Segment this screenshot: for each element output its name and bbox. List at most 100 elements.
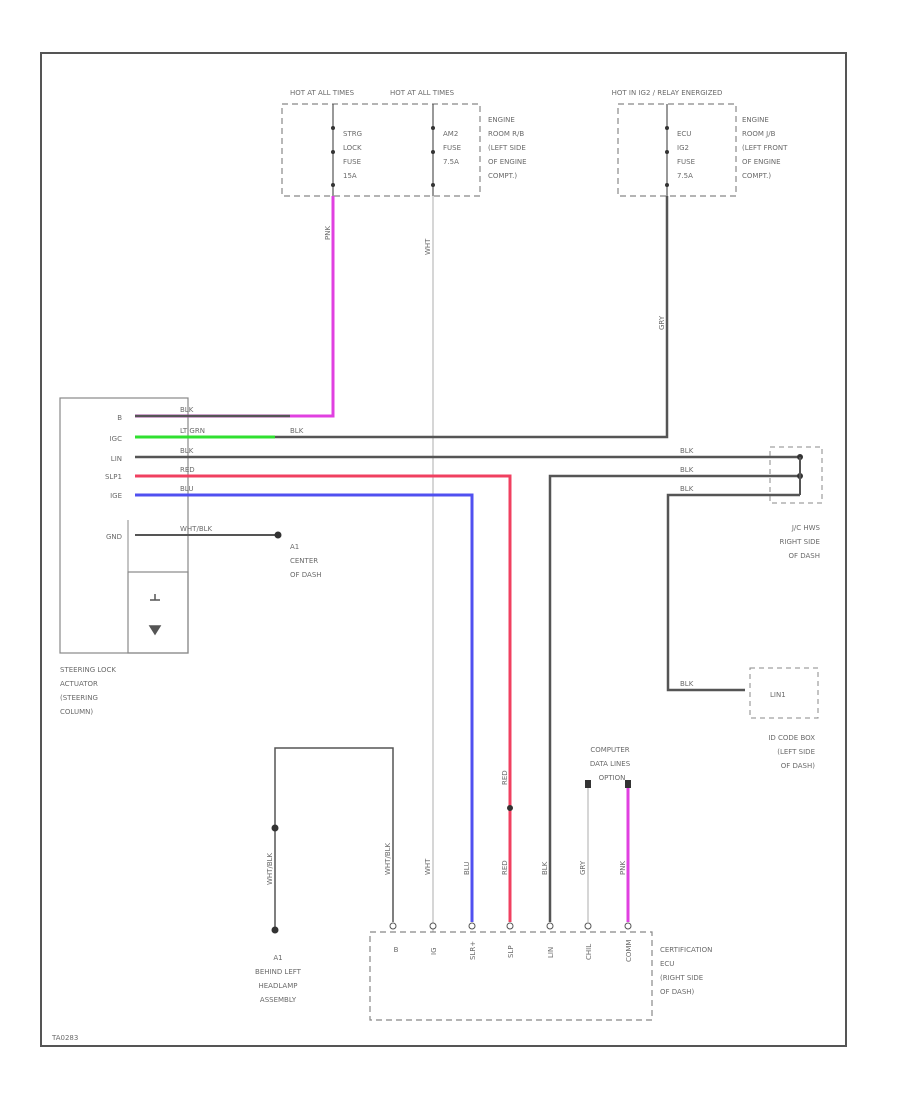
ecu-label-l2: ECU	[660, 960, 674, 968]
actuator-pin-lin: LIN	[111, 455, 122, 463]
er-jb-l5: COMPT.)	[742, 172, 771, 180]
fuse-hot-label-1: HOT AT ALL TIMES	[290, 89, 355, 97]
ecu-label-l4: OF DASH)	[660, 988, 695, 996]
jc-label-l3: OF DASH	[788, 552, 820, 560]
er-rb-l5: COMPT.)	[488, 172, 517, 180]
er-rb-l1: ENGINE	[488, 116, 515, 124]
wire-blk-id-code	[666, 493, 800, 692]
strg-lock-fuse-l4: 15A	[343, 172, 357, 180]
wire-label-red-v: RED	[501, 770, 509, 785]
wire-label-blk-id: BLK	[680, 680, 694, 688]
fuse-box-right	[617, 103, 737, 197]
wire-label-wht-blk-v: WHT/BLK	[266, 852, 274, 885]
fuse-hot-label-2: HOT AT ALL TIMES	[390, 89, 455, 97]
er-jb-l3: (LEFT FRONT	[742, 144, 788, 152]
ground-left-hl-l3: HEADLAMP	[259, 982, 298, 990]
ground-center-l2: CENTER	[290, 557, 318, 565]
ecu-ig2-fuse-l3: FUSE	[677, 158, 695, 166]
strg-lock-fuse-l1: STRG	[343, 130, 362, 138]
er-jb-l4: OF ENGINE	[742, 158, 781, 166]
wire-label-wht-ig: WHT	[424, 858, 432, 875]
actuator-label-l1: STEERING LOCK	[60, 666, 116, 674]
wire-label-blk-jc2: BLK	[680, 466, 694, 474]
am2-fuse-l2: FUSE	[443, 144, 461, 152]
ecu-label-l3: (RIGHT SIDE	[660, 974, 703, 982]
computer-lines-l2: DATA LINES	[590, 760, 631, 768]
actuator-pin-b: B	[117, 414, 122, 422]
wire-label-blk-lin: BLK	[180, 447, 194, 455]
actuator-label-l2: ACTUATOR	[60, 680, 98, 688]
ecu-pin-slr: SLR+	[469, 941, 477, 960]
wire-label-wht-blk-ecu: WHT/BLK	[384, 842, 392, 875]
wire-label-blk-b: BLK	[180, 406, 194, 414]
actuator-pin-slp1: SLP1	[105, 473, 122, 481]
ecu-pin-chil: CHIL	[585, 944, 593, 960]
ecu-ig2-fuse-l2: IG2	[677, 144, 689, 152]
actuator-pin-ige: IGE	[110, 492, 122, 500]
wire-label-gry-chil: GRY	[579, 860, 587, 875]
wire-pnk-b	[135, 196, 335, 418]
actuator-pin-igc: IGC	[110, 435, 122, 443]
er-rb-l3: (LEFT SIDE	[488, 144, 526, 152]
ground-left-hl-l2: BEHIND LEFT	[255, 968, 302, 976]
wire-label-lt-grn: LT GRN	[180, 427, 205, 435]
ecu-pin-slp: SLP	[507, 945, 515, 958]
ecu-pin-comm: COMM	[625, 940, 633, 962]
actuator-label-l3: (STEERING	[60, 694, 98, 702]
wire-label-pnk-comm: PNK	[619, 861, 627, 875]
id-code-label-l2: (LEFT SIDE	[777, 748, 815, 756]
wire-label-blk-jc3: BLK	[680, 485, 694, 493]
id-code-label-l3: OF DASH)	[781, 762, 816, 770]
wire-label-gry: GRY	[658, 315, 666, 330]
id-code-label-l1: ID CODE BOX	[768, 734, 815, 742]
computer-lines-l1: COMPUTER	[590, 746, 629, 754]
diagram-frame	[40, 52, 847, 1047]
wire-label-blu-ecu: BLU	[463, 862, 471, 875]
wire-label-red-ecu: RED	[501, 860, 509, 875]
wire-red-slp1	[135, 474, 512, 922]
ground-center-l1: A1	[290, 543, 299, 551]
footer-code: TA0283	[51, 1034, 78, 1042]
wire-label-blk-igc: BLK	[290, 427, 304, 435]
wire-label-blk-ecu: BLK	[541, 861, 549, 875]
steering-lock-actuator-box	[59, 397, 189, 654]
er-rb-l2: ROOM R/B	[488, 130, 524, 138]
actuator-label-l4: COLUMN)	[60, 708, 93, 716]
actuator-pin-gnd: GND	[106, 533, 122, 541]
am2-fuse-l1: AM2	[443, 130, 458, 138]
ecu-pin-lin: LIN	[547, 947, 555, 958]
ecu-pin-ig: IG	[430, 948, 438, 956]
wire-wht-blk-ecu-b	[274, 747, 394, 930]
ground-center-l3: OF DASH	[290, 571, 322, 579]
wire-label-blk-jc1: BLK	[680, 447, 694, 455]
certification-ecu-box	[369, 931, 653, 1021]
ground-left-hl-l1: A1	[273, 954, 282, 962]
wire-label-red: RED	[180, 466, 195, 474]
fuse-box-left	[281, 103, 481, 197]
ecu-pin-b: B	[394, 946, 399, 954]
ground-left-hl-l4: ASSEMBLY	[260, 996, 297, 1004]
wire-label-wht-blk: WHT/BLK	[180, 525, 213, 533]
wire-blk-igc	[275, 196, 669, 439]
wire-blk-ecu-lin	[548, 474, 800, 922]
actuator-motor-box	[127, 571, 189, 654]
am2-fuse-l3: 7.5A	[443, 158, 459, 166]
ecu-ig2-fuse-l4: 7.5A	[677, 172, 693, 180]
ecu-pin-connectors	[389, 922, 632, 930]
wire-label-wht-am2: WHT	[424, 238, 432, 255]
er-rb-l4: OF ENGINE	[488, 158, 527, 166]
er-jb-l1: ENGINE	[742, 116, 769, 124]
er-jb-l2: ROOM J/B	[742, 130, 776, 138]
id-code-box	[749, 667, 819, 719]
id-code-box-pin: LIN1	[770, 691, 786, 699]
strg-lock-fuse-l3: FUSE	[343, 158, 361, 166]
ecu-ig2-fuse-l1: ECU	[677, 130, 691, 138]
wire-blu-ige	[135, 493, 474, 922]
strg-lock-fuse-l2: LOCK	[343, 144, 362, 152]
computer-lines-tag: OPTION	[599, 774, 626, 782]
wire-label-pnk: PNK	[324, 226, 332, 240]
jc-label-l2: RIGHT SIDE	[780, 538, 820, 546]
wire-label-blu: BLU	[180, 485, 193, 493]
jc-label-l1: J/C HWS	[791, 524, 821, 532]
